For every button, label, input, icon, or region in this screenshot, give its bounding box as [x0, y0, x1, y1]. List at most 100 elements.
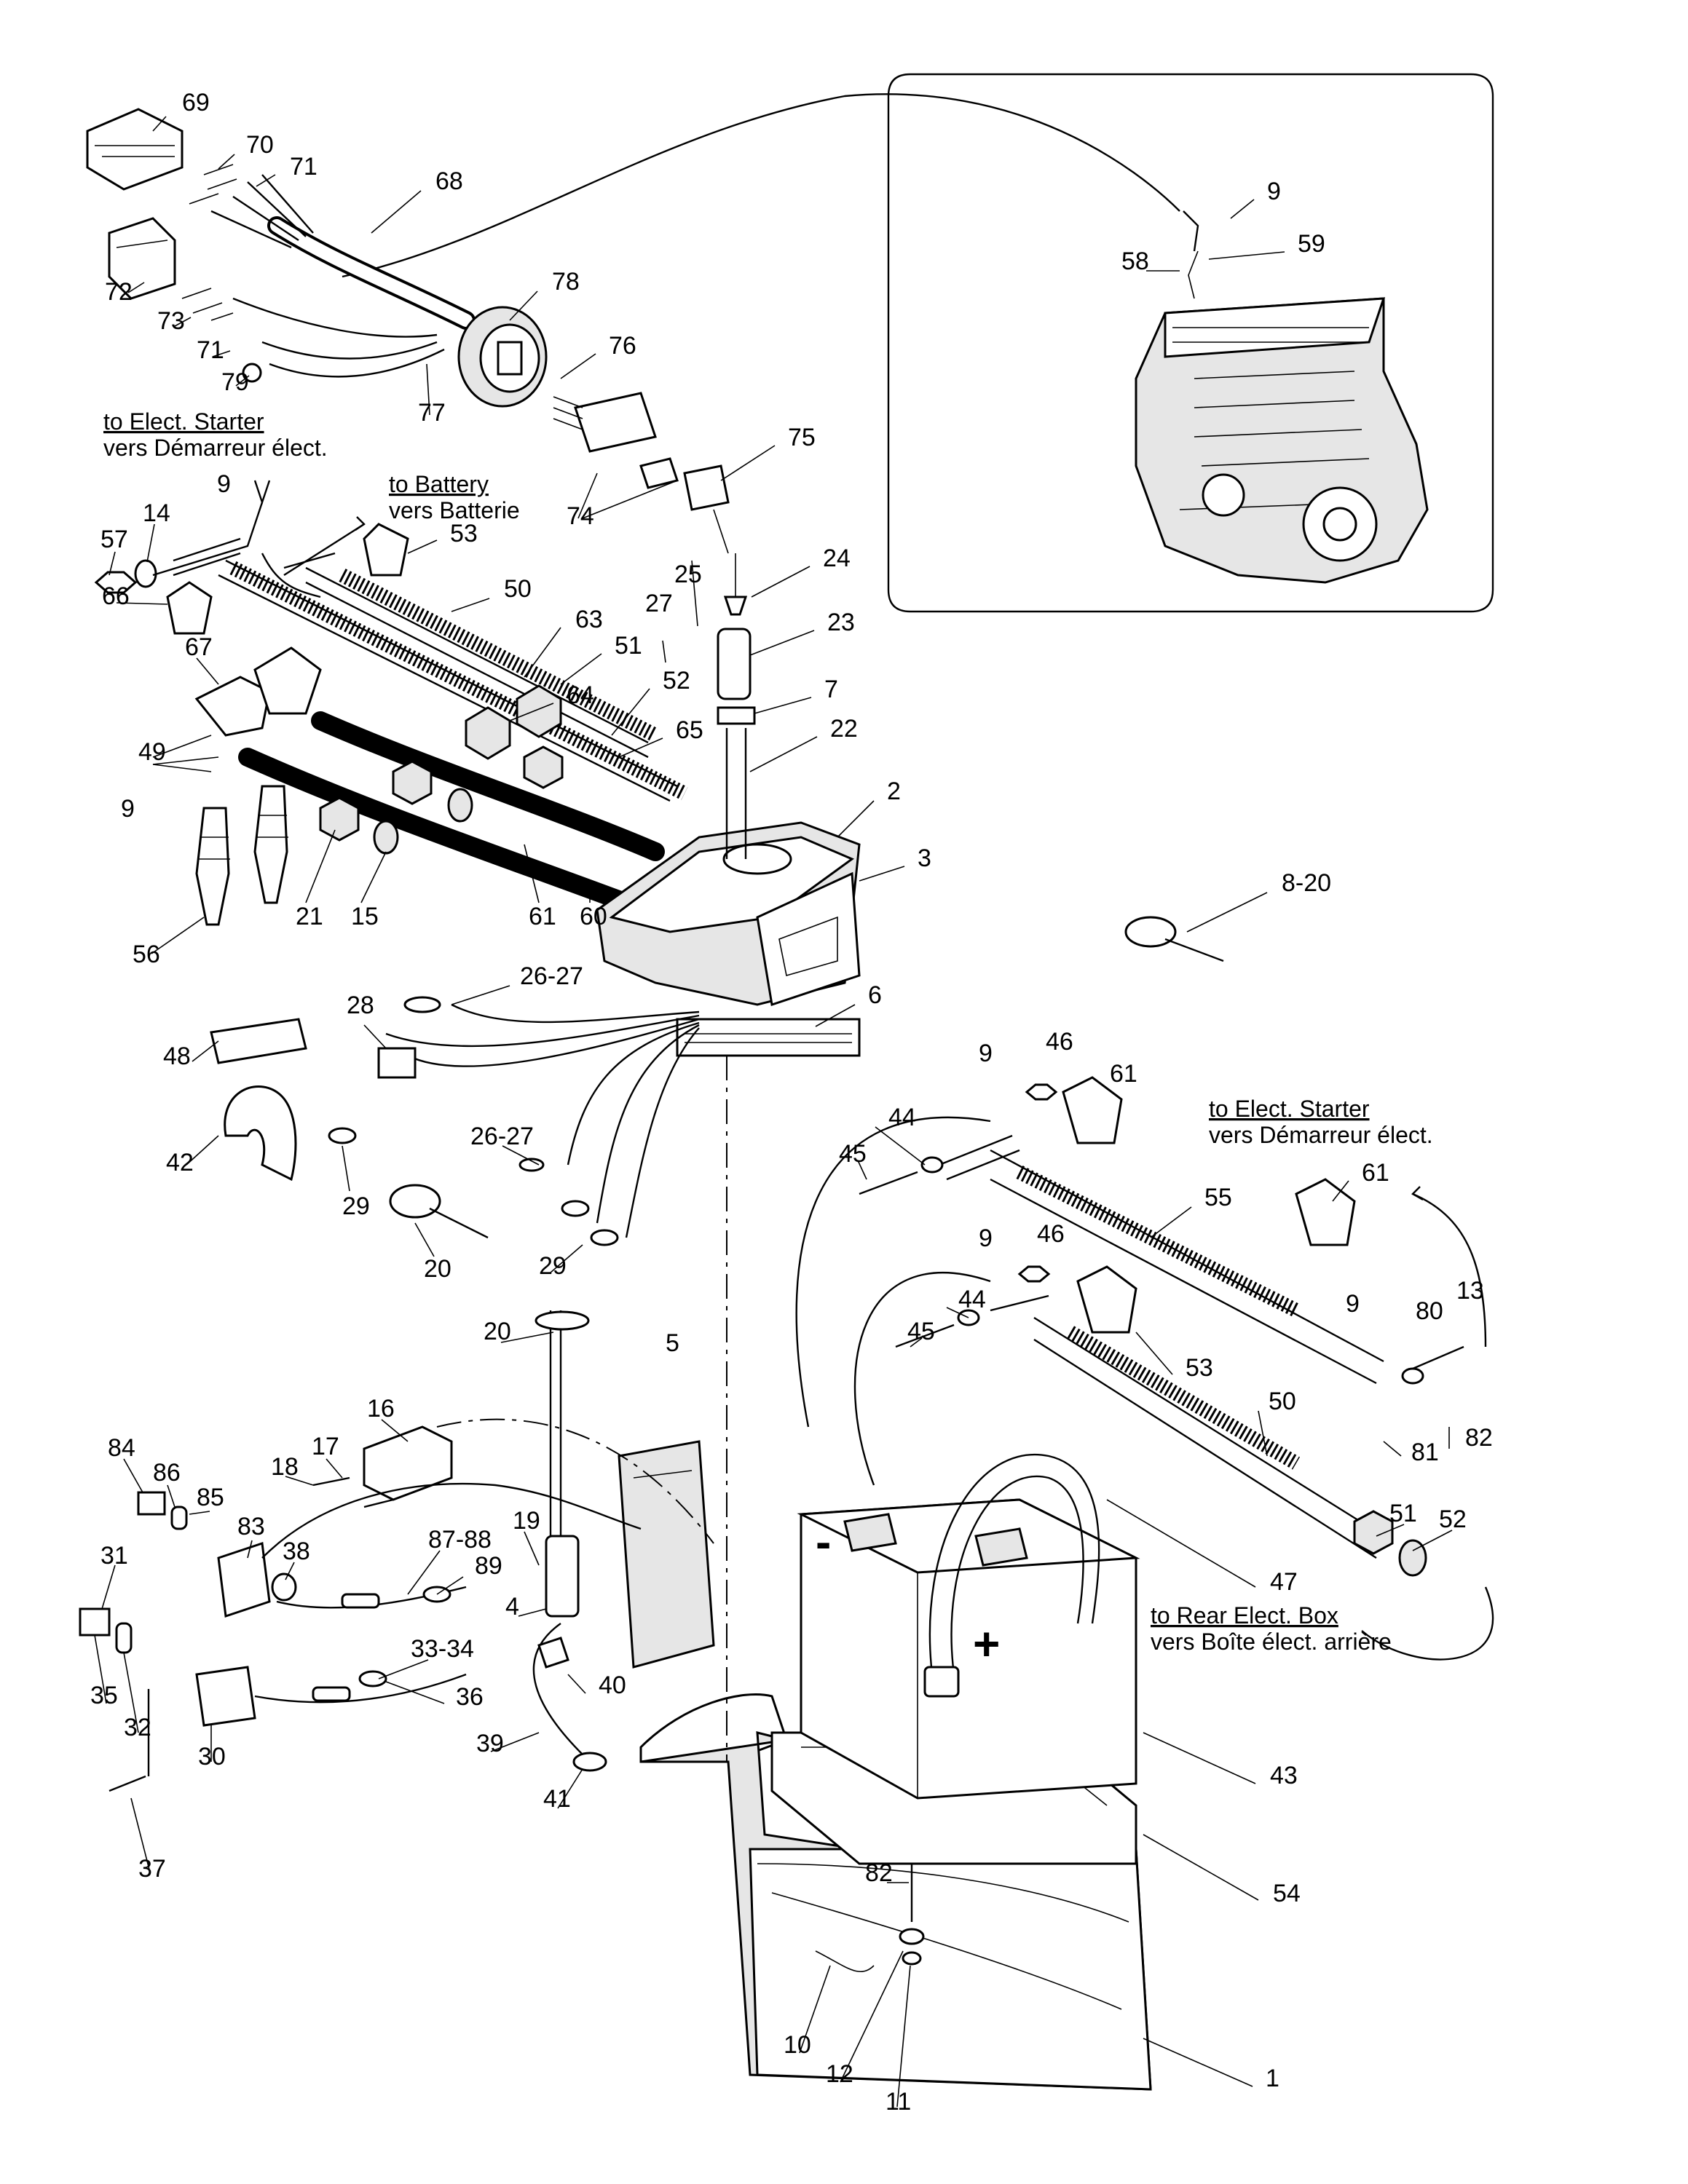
callout-24: 24: [823, 545, 851, 572]
callout-42: 42: [166, 1149, 194, 1176]
lower-left-components: [79, 1310, 715, 1792]
callout-81: 81: [1411, 1439, 1439, 1466]
callout-5: 5: [666, 1329, 679, 1357]
callout-75: 75: [788, 424, 816, 451]
callout-1: 1: [1266, 2065, 1279, 2092]
callout-50: 50: [504, 575, 532, 603]
callout-33-34: 33-34: [411, 1635, 474, 1663]
callout-17: 17: [312, 1433, 339, 1460]
callout-26-27: 26-27: [520, 962, 583, 990]
callout-71: 71: [197, 336, 224, 364]
callout-11: 11: [886, 2088, 911, 2116]
callout-32: 32: [124, 1714, 151, 1741]
callout-44: 44: [958, 1286, 986, 1313]
callout-4: 4: [505, 1593, 519, 1621]
callout-61: 61: [1110, 1060, 1137, 1088]
callout-36: 36: [456, 1683, 484, 1711]
callout-58: 58: [1121, 248, 1149, 275]
callout-29: 29: [342, 1192, 370, 1220]
callout-71: 71: [290, 153, 318, 181]
callout-18: 18: [271, 1453, 299, 1481]
callout-67: 67: [185, 633, 213, 661]
callout-43: 43: [1270, 1762, 1298, 1789]
callout-10: 10: [784, 2031, 811, 2059]
callout-38: 38: [283, 1538, 310, 1565]
callout-49: 49: [138, 738, 166, 766]
callout-84: 84: [108, 1434, 135, 1462]
callout-31: 31: [100, 1542, 128, 1570]
callout-82: 82: [865, 1859, 893, 1887]
callout-52: 52: [663, 667, 690, 695]
callout-51: 51: [615, 632, 642, 660]
callout-72: 72: [105, 278, 133, 306]
notes: to Elect. Starter vers Démarreur élect. …: [103, 408, 1433, 1670]
callout-61: 61: [1362, 1159, 1389, 1187]
callout-6: 6: [868, 981, 882, 1009]
callout-50: 50: [1269, 1388, 1296, 1415]
wiring-harness: [86, 108, 730, 554]
callout-9: 9: [1267, 178, 1281, 205]
callout-59: 59: [1298, 230, 1325, 258]
callout-9: 9: [979, 1040, 993, 1067]
callout-65: 65: [676, 716, 703, 744]
callout-35: 35: [90, 1682, 118, 1709]
callout-14: 14: [143, 499, 170, 527]
callout-56: 56: [133, 941, 160, 968]
callout-39: 39: [476, 1730, 504, 1757]
callout-3: 3: [918, 844, 931, 872]
callout-37: 37: [138, 1855, 166, 1883]
callout-19: 19: [513, 1507, 540, 1535]
callout-68: 68: [435, 167, 463, 195]
callout-16: 16: [367, 1395, 395, 1423]
engine-inset: [887, 73, 1494, 613]
callout-82: 82: [1465, 1424, 1493, 1452]
callout-51: 51: [1389, 1500, 1417, 1527]
callout-9: 9: [217, 470, 231, 498]
note-to-starter-1-fr: vers Démarreur élect.: [103, 435, 328, 461]
callout-53: 53: [450, 520, 478, 547]
leader-lines: [94, 116, 1453, 2108]
callout-52: 52: [1439, 1506, 1467, 1533]
callout-74: 74: [567, 502, 594, 530]
note-to-starter-2-fr: vers Démarreur élect.: [1209, 1122, 1433, 1148]
callout-12: 12: [826, 2060, 853, 2088]
callout-41: 41: [543, 1785, 571, 1813]
callout-79: 79: [221, 368, 249, 396]
callout-7: 7: [824, 676, 838, 703]
note-to-battery-en: to Battery: [389, 471, 489, 497]
callout-9: 9: [979, 1224, 993, 1252]
callout-13: 13: [1456, 1277, 1484, 1305]
callout-26-27: 26-27: [470, 1123, 534, 1150]
note-to-rear-box-fr: vers Boîte élect. arrière: [1151, 1629, 1392, 1655]
callout-86: 86: [153, 1459, 181, 1487]
callout-9: 9: [1346, 1290, 1360, 1318]
callout-83: 83: [237, 1513, 265, 1540]
callout-48: 48: [163, 1042, 191, 1070]
ignition-housing: [210, 553, 1224, 1246]
callout-80: 80: [1416, 1297, 1443, 1325]
callout-64: 64: [567, 681, 594, 709]
callout-2: 2: [887, 778, 901, 805]
callout-53: 53: [1186, 1354, 1213, 1382]
note-to-starter-1-en: to Elect. Starter: [103, 408, 264, 435]
callout-46: 46: [1046, 1028, 1073, 1056]
starter-cables: [94, 523, 688, 926]
callout-70: 70: [246, 131, 274, 159]
callout-40: 40: [599, 1671, 626, 1699]
callout-47: 47: [1270, 1568, 1298, 1596]
callout-22: 22: [830, 715, 858, 743]
callout-76: 76: [609, 332, 636, 360]
callout-63: 63: [575, 606, 603, 633]
callout-29: 29: [539, 1252, 567, 1280]
callout-61: 61: [529, 903, 556, 930]
callout-45: 45: [907, 1318, 935, 1345]
callout-27: 27: [645, 590, 673, 617]
callout-78: 78: [552, 268, 580, 296]
callout-66: 66: [102, 582, 130, 610]
callout-85: 85: [197, 1484, 224, 1511]
callout-44: 44: [888, 1104, 916, 1131]
callout-60: 60: [580, 903, 607, 930]
callout-55: 55: [1204, 1184, 1232, 1211]
